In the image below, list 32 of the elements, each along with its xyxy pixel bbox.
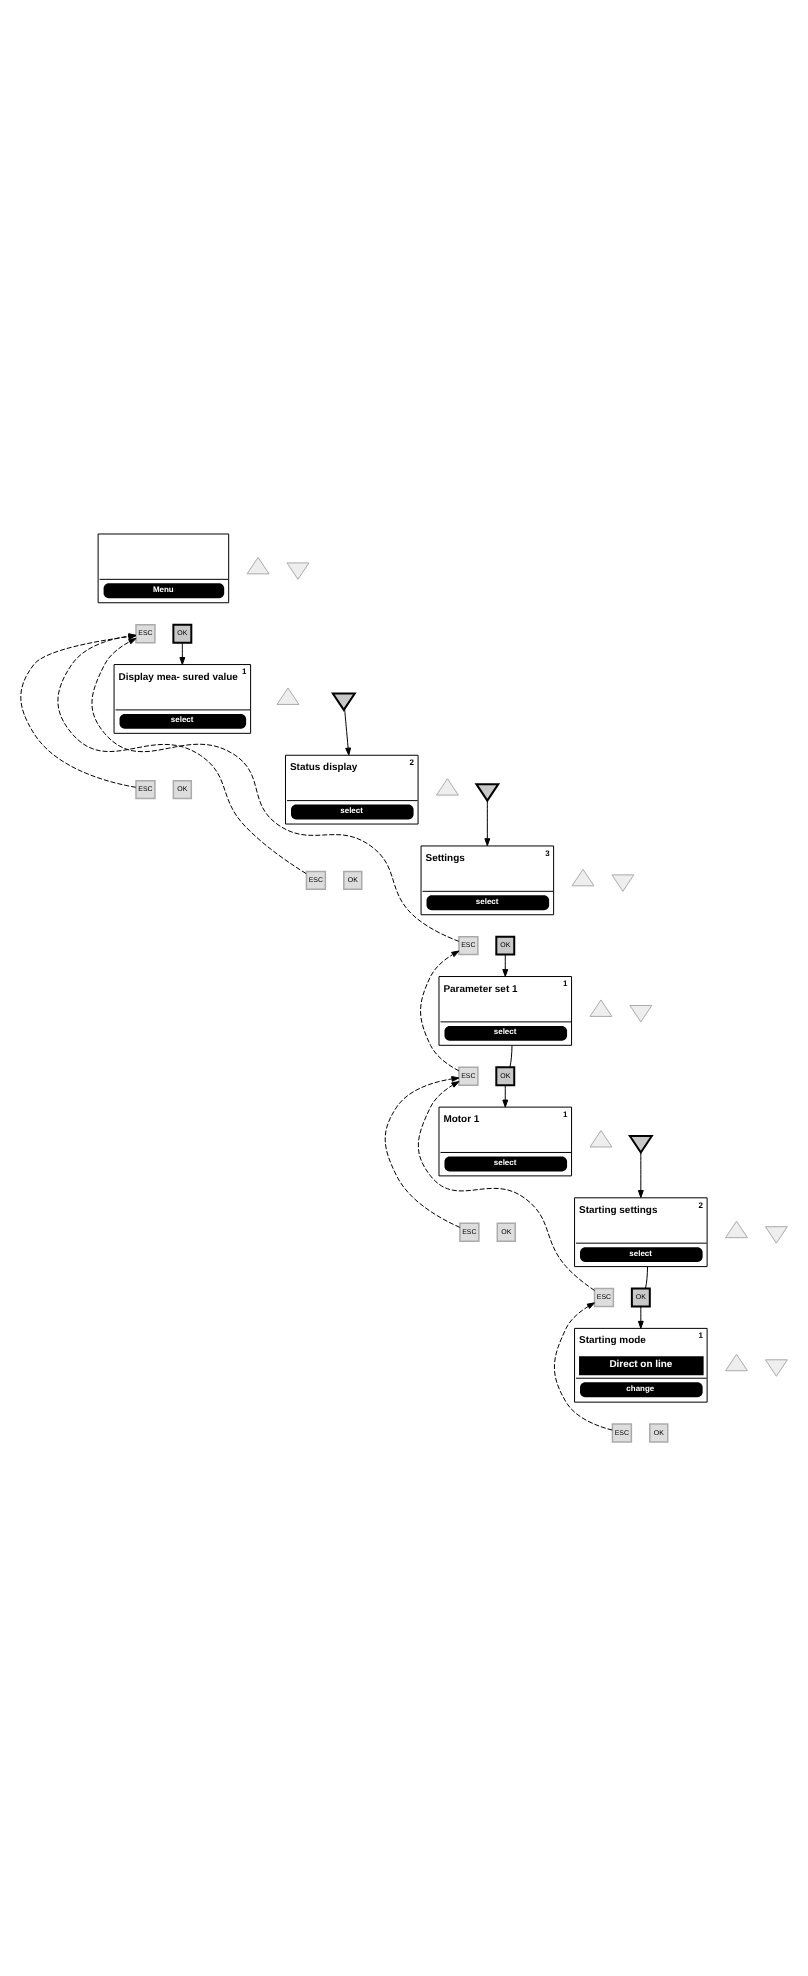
node-triangle — [611, 874, 635, 892]
node-triangle — [436, 778, 459, 796]
node-triangle — [571, 868, 595, 887]
node-triangle — [276, 687, 300, 705]
node-triangle — [629, 1004, 653, 1023]
arrow — [637, 1152, 644, 1198]
connector — [645, 1266, 649, 1289]
arrow — [502, 1084, 509, 1108]
node-triangle — [628, 1135, 654, 1155]
node-triangle — [725, 1220, 748, 1239]
node-triangle — [286, 562, 310, 580]
node-triangle — [474, 783, 501, 803]
node-triangle — [589, 999, 613, 1017]
node-triangle — [331, 692, 357, 712]
arrow — [553, 1302, 613, 1431]
arrow — [344, 708, 352, 756]
node-triangle — [589, 1130, 613, 1148]
arrow — [91, 638, 460, 942]
arrow — [637, 1306, 644, 1329]
node-triangle — [764, 1226, 788, 1244]
connector — [509, 1044, 513, 1068]
arrow — [20, 633, 137, 788]
node-triangle — [246, 556, 270, 575]
arrow — [57, 633, 307, 874]
arrow — [420, 950, 460, 1072]
arrow — [484, 800, 491, 847]
arrow — [502, 954, 509, 977]
arrow — [384, 1076, 461, 1228]
node-triangle — [725, 1353, 748, 1372]
node-triangle — [764, 1359, 788, 1377]
arrow — [417, 1081, 595, 1291]
arrow — [179, 642, 186, 665]
